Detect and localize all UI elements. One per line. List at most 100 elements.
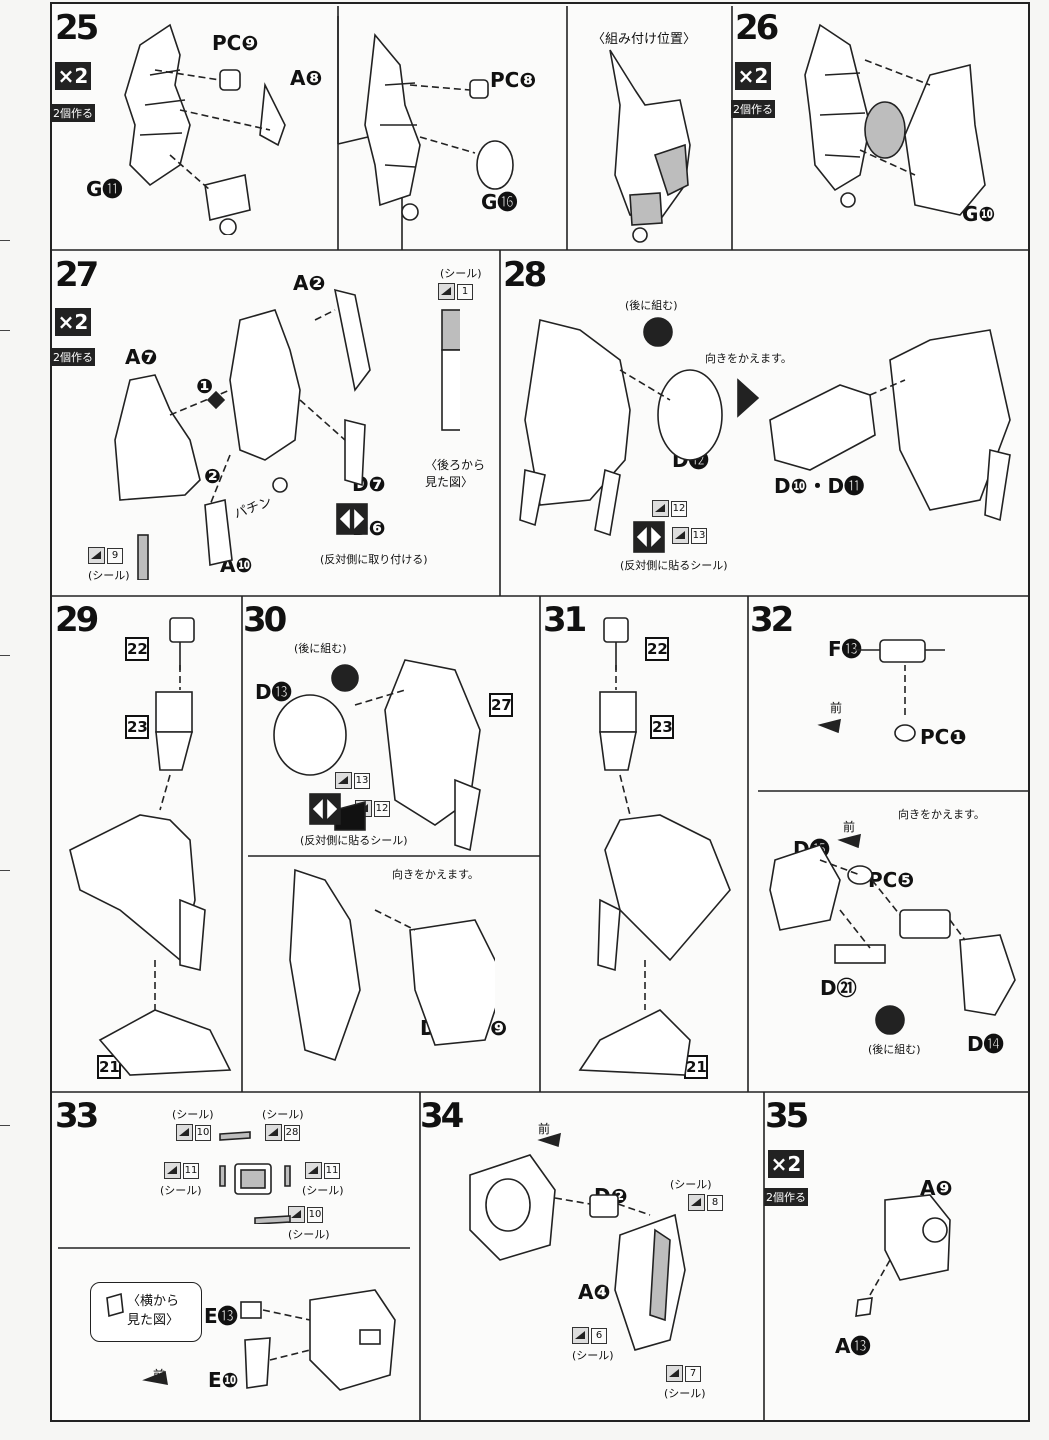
multiplier-badge: ×2 [55,308,91,336]
step-number: 35 [765,1096,809,1136]
part-label: D㉑ [820,976,857,1000]
opposite-caption: (反対側に取り付ける) [320,553,428,566]
sticker-ref: 10 [176,1124,211,1141]
part-label: D⓮ [967,1032,1004,1056]
turn-around-caption: 向きをかえます。 [392,868,479,881]
shoulder-armor-drawing [469,1132,686,1351]
opposite-side-icon [633,521,665,553]
opposite-side-icon [336,503,368,535]
part-label: A❼ [125,345,158,369]
part-label: E⓭ [204,1304,238,1328]
sticker-ref: 8 [688,1194,723,1211]
step-number: 25 [55,8,99,48]
sticker-label: (シール) [440,267,482,280]
assemble-later-caption: (後に組む) [294,642,347,655]
part-label: PC❶ [920,725,967,749]
sticker-ref: 13 [672,527,707,544]
step-number: 27 [55,255,99,295]
part-label: PC❽ [490,68,537,92]
part-label: F⓭ [828,637,862,661]
edge-tick [0,240,10,241]
step-number: 30 [243,600,287,640]
rear-view-caption: 〈後ろから見た図〉 [425,458,486,489]
sticker-ref: 11 [164,1162,199,1179]
sticker-label: (シール) [670,1178,712,1191]
hip-joint-drawing [769,639,1016,1035]
part-label: G⓫ [86,177,123,201]
part-ref: 21 [97,1055,121,1079]
opposite-side-icon [309,793,341,825]
turn-around-caption: 向きをかえます。 [898,808,985,821]
front-label: 前 [538,1122,551,1136]
make-count-badge: 2個作る [51,104,95,122]
sticker-ref: 10 [288,1206,323,1223]
skirt-armor-drawing [114,288,460,580]
sticker-label: (シール) [160,1184,202,1197]
shoulder-cap-drawing [855,1194,951,1317]
order-marker: ❷ [204,464,221,488]
make-count-badge: 2個作る [764,1188,808,1206]
part-ref: 27 [489,693,513,717]
multiplier-badge: ×2 [735,62,771,90]
edge-tick [0,330,10,331]
part-ref: 23 [125,715,149,739]
part-label: D⓭ [255,680,292,704]
assemble-later-caption: (後に組む) [868,1043,921,1056]
part-label: A❹ [578,1280,611,1304]
step-number: 34 [420,1096,464,1136]
step-number: 32 [750,600,794,640]
sticker-label: (シール) [88,569,130,582]
sticker-label: (シール) [664,1387,706,1400]
part-label: A❽ [290,66,323,90]
hip-frame-drawing-2 [364,33,514,221]
opposite-sticker-caption: (反対側に貼るシール) [620,559,728,572]
assembly-position-drawing [609,49,691,243]
assemble-later-caption: (後に組む) [625,299,678,312]
sticker-layout-drawing [219,1131,291,1224]
step-number: 26 [735,8,779,48]
sticker-ref: 7 [666,1365,701,1382]
edge-tick [0,655,10,656]
multiplier-badge: ×2 [768,1150,804,1178]
multiplier-badge: ×2 [55,62,91,90]
step-number: 28 [503,255,547,295]
step-number: 29 [55,600,99,640]
panel-grid [52,6,1028,1420]
step-number: 33 [55,1096,99,1136]
sticker-label: (シール) [172,1108,214,1121]
side-view-caption: 〈横から見た図〉 [127,1294,180,1328]
sticker-ref: 9 [88,547,123,564]
part-label: A❷ [293,271,326,295]
hip-frame-drawing [124,23,286,235]
turn-around-caption: 向きをかえます。 [705,352,792,365]
sticker-ref: 11 [305,1162,340,1179]
part-ref: 22 [125,637,149,661]
shoulder-block-drawing [106,1289,396,1391]
front-label: 前 [830,701,843,715]
sticker-ref: 28 [265,1124,300,1141]
edge-tick [0,870,10,871]
sticker-label: (シール) [288,1228,330,1241]
part-label: G⓰ [481,190,518,214]
part-ref: 23 [650,715,674,739]
part-ref: 22 [645,637,669,661]
sticker-ref: 12 [652,500,687,517]
make-count-badge: 2個作る [51,348,95,366]
part-label: E❿ [208,1368,239,1392]
side-skirt-drawing [519,317,1011,537]
position-caption: 〈組み付け位置〉 [592,32,697,47]
edge-tick [0,1125,10,1126]
leg-assembly-drawing [69,617,232,1076]
opposite-sticker-caption: (反対側に貼るシール) [300,834,408,847]
make-count-badge: 2個作る [731,100,775,118]
sticker-label: (シール) [572,1349,614,1362]
sticker-ref: 1 [438,283,473,300]
sticker-ref: 13 [335,772,370,789]
leg-assembly-drawing-2 [578,617,731,1076]
sticker-label: (シール) [302,1184,344,1197]
part-label: PC❺ [868,868,915,892]
part-label: A⓭ [835,1334,871,1358]
front-label: 前 [843,820,856,834]
hip-armor-drawing [804,23,986,216]
sticker-label: (シール) [262,1108,304,1121]
